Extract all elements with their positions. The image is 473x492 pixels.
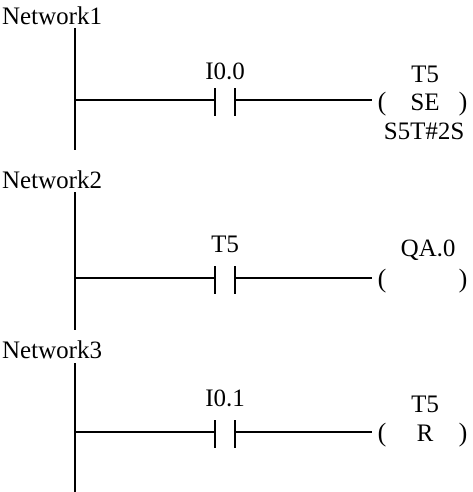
network-3: Network3 I0.1 T5 ( R ) xyxy=(2,337,467,492)
network-2-contact-label: T5 xyxy=(211,231,239,258)
network-1-coil-close-paren: ) xyxy=(459,87,468,116)
network-1: Network1 I0.0 T5 ( SE ) S5T#2S xyxy=(2,3,467,150)
network-1-coil-operand: T5 xyxy=(411,61,439,88)
network-3-title: Network3 xyxy=(2,337,102,364)
network-1-coil-open-paren: ( xyxy=(378,87,387,116)
network-1-contact-label: I0.0 xyxy=(205,58,245,85)
network-2-coil-close-paren: ) xyxy=(459,264,468,293)
network-2-coil-operand: QA.0 xyxy=(401,235,456,262)
network-3-contact-label: I0.1 xyxy=(205,385,245,412)
network-1-coil-param: S5T#2S xyxy=(384,118,465,145)
network-3-coil-open-paren: ( xyxy=(378,418,387,447)
network-3-coil-close-paren: ) xyxy=(459,418,468,447)
network-2: Network2 T5 QA.0 ( ) xyxy=(2,167,467,330)
network-3-coil-operand: T5 xyxy=(411,391,439,418)
network-3-coil-type: R xyxy=(417,420,434,447)
network-2-title: Network2 xyxy=(2,167,102,194)
network-1-coil-type: SE xyxy=(410,89,439,116)
network-1-title: Network1 xyxy=(2,3,102,30)
network-2-coil-open-paren: ( xyxy=(378,264,387,293)
